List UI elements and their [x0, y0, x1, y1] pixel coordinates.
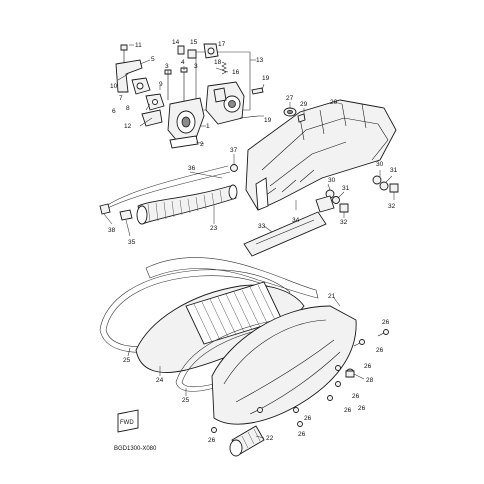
callout-26e: 26 — [358, 405, 366, 412]
callout-24: 24 — [156, 377, 164, 384]
fwd-direction-marker: FWD — [117, 409, 139, 433]
callout-30a: 30 — [376, 161, 384, 168]
callout-26g: 26 — [304, 415, 312, 422]
fwd-label: FWD — [120, 420, 134, 426]
callout-31b: 31 — [342, 185, 350, 192]
seal-upper — [145, 257, 319, 299]
screws-26 — [211, 329, 389, 433]
callout-3b: 3 — [194, 63, 198, 70]
callout-26i: 26 — [208, 437, 216, 444]
callout-28: 28 — [366, 377, 374, 384]
intake-duct — [243, 211, 327, 257]
callout-4: 4 — [181, 59, 185, 66]
callout-3a: 3 — [165, 63, 169, 70]
callout-30b: 30 — [328, 177, 336, 184]
callout-7: 7 — [119, 95, 123, 102]
callout-26f: 26 — [344, 407, 352, 414]
callout-10: 10 — [110, 83, 118, 90]
callout-22: 22 — [266, 435, 274, 442]
callout-numbers: 1 2 3 3 4 5 6 7 8 9 10 11 12 13 14 15 16… — [108, 39, 398, 444]
callout-25b: 25 — [182, 397, 190, 404]
callout-17: 17 — [218, 41, 226, 48]
callout-26h: 26 — [298, 431, 306, 438]
callout-26c: 26 — [364, 363, 372, 370]
callout-2: 2 — [200, 141, 204, 148]
intake-duct-22 — [229, 425, 265, 457]
callout-31a: 31 — [390, 167, 398, 174]
callout-34: 34 — [292, 217, 300, 224]
callout-1: 1 — [206, 123, 210, 130]
callout-25a: 25 — [123, 357, 131, 364]
callout-8: 8 — [126, 105, 130, 112]
callout-38: 38 — [108, 227, 116, 234]
callout-11: 11 — [135, 42, 142, 49]
callout-20: 20 — [330, 99, 338, 106]
callout-35: 35 — [128, 239, 136, 246]
callout-9: 9 — [159, 81, 163, 88]
callout-33: 33 — [258, 223, 266, 230]
callout-37: 37 — [230, 147, 238, 154]
case-cover — [211, 305, 357, 425]
callout-29: 29 — [300, 101, 308, 108]
callout-19b: 19 — [264, 117, 272, 124]
diagram-code: BGD1300-X080 — [114, 446, 157, 452]
callout-15: 15 — [190, 39, 198, 46]
callout-21: 21 — [328, 293, 336, 300]
filter-element-24 — [135, 281, 305, 373]
leader-lines — [103, 44, 395, 439]
callout-13: 13 — [256, 57, 264, 64]
callout-23: 23 — [210, 225, 218, 232]
callout-26d: 26 — [352, 393, 360, 400]
callout-32b: 32 — [340, 219, 348, 226]
callout-26b: 26 — [376, 347, 384, 354]
callout-19a: 19 — [262, 75, 270, 82]
throttle-body-assembly — [115, 43, 264, 149]
callout-26a: 26 — [382, 319, 390, 326]
callout-32a: 32 — [388, 203, 396, 210]
callout-6: 6 — [112, 108, 116, 115]
callout-27: 27 — [286, 95, 294, 102]
callout-12: 12 — [124, 123, 132, 130]
callout-16: 16 — [232, 69, 240, 76]
callout-5: 5 — [151, 56, 155, 63]
callout-14: 14 — [172, 39, 180, 46]
callout-36: 36 — [188, 165, 196, 172]
breather-hose-assembly — [99, 164, 238, 225]
callout-18: 18 — [214, 59, 222, 66]
